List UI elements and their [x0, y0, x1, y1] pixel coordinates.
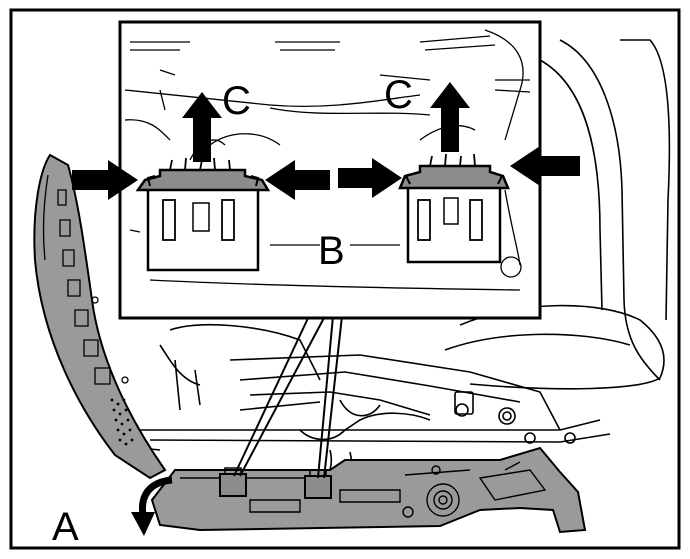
- inset-connector-left: [135, 157, 271, 272]
- squeeze-arrow-right-1: [338, 158, 402, 198]
- label-a: A: [52, 505, 79, 549]
- lower-connector-right: [304, 475, 332, 499]
- squeeze-arrows: [72, 146, 580, 200]
- seat-side-cover: [33, 153, 167, 480]
- detail-inset: [72, 20, 580, 320]
- callout-lines: [233, 315, 343, 479]
- pull-arrows: [182, 82, 470, 162]
- removal-arrow-a: [131, 476, 173, 536]
- lower-seat-cover: [150, 446, 587, 534]
- pull-arrow-left: [182, 92, 222, 162]
- pull-arrow-right: [430, 82, 470, 152]
- squeeze-arrow-right-2: [510, 146, 580, 186]
- label-c-right: C: [384, 73, 413, 117]
- inset-connector-right: [398, 153, 510, 264]
- lower-connector-left: [219, 473, 247, 497]
- label-c-left: C: [222, 79, 251, 123]
- seat-outline: [130, 39, 671, 487]
- squeeze-arrow-left-2: [265, 160, 330, 200]
- squeeze-arrow-left-1: [72, 160, 138, 200]
- label-b: B: [318, 229, 345, 273]
